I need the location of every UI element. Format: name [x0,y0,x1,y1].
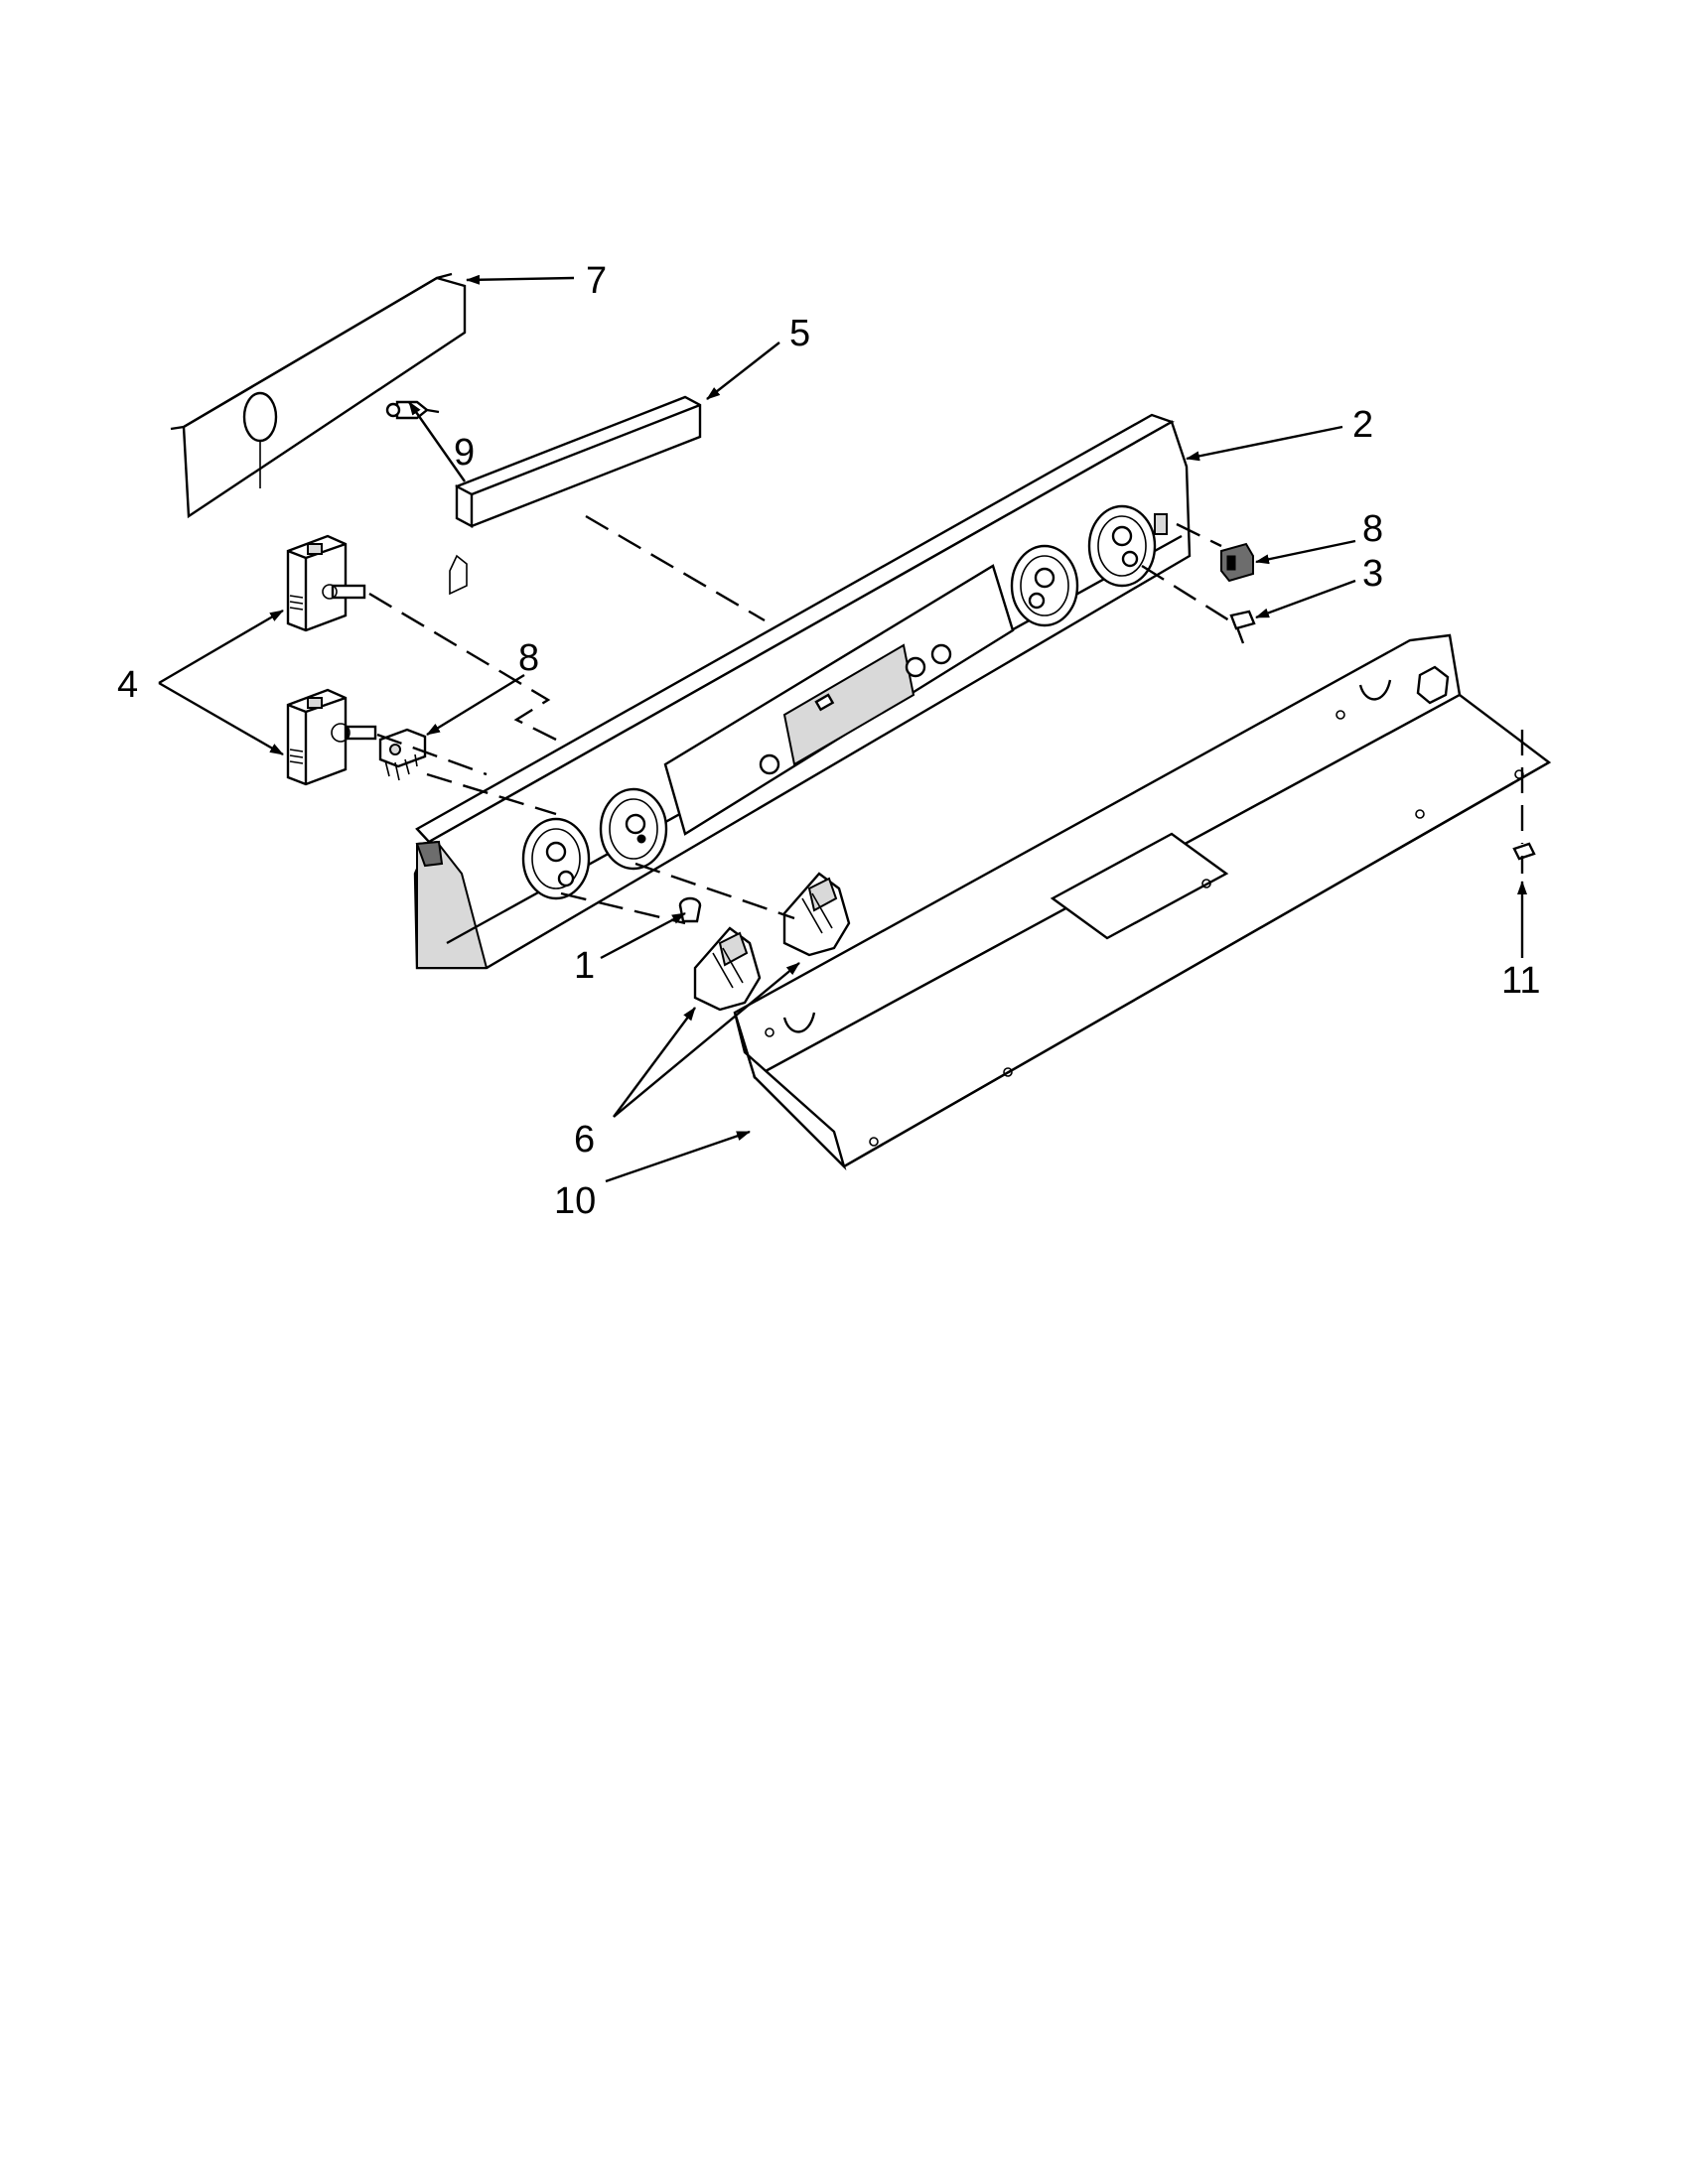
control-knob-front [693,926,762,1012]
callout-8-right: 8 [1362,508,1383,550]
callout-4: 4 [117,664,138,706]
display-board [449,395,702,596]
leader-arrows [158,274,1527,1183]
callout-11: 11 [1501,960,1540,1002]
callout-labels: 7 5 2 9 8 3 8 4 1 11 6 10 [117,260,1540,1222]
callout-1: 1 [574,945,595,987]
infinite-switch-lower [286,688,377,786]
callout-2: 2 [1352,404,1373,446]
callout-3: 3 [1362,553,1383,595]
screw-11 [1512,842,1536,874]
control-ring-left-rear [599,787,668,871]
knob-clip [678,896,702,923]
assembly-lines [368,514,1524,925]
callout-5: 5 [789,313,810,354]
callout-9: 9 [454,432,475,474]
callout-8-left: 8 [518,637,539,679]
screw-3 [1229,610,1256,644]
control-knob-rear [782,872,851,957]
callout-10: 10 [554,1180,596,1222]
control-ring-right-rear [1010,544,1079,627]
infinite-switch-upper [286,534,366,632]
rear-shield-plate [170,272,467,519]
bottom-bracket [733,633,1552,1171]
control-panel-body [413,413,1192,970]
rocker-switch-right [1220,542,1254,583]
control-ring-right-front [1087,504,1157,588]
screw-9 [385,400,440,420]
control-ring-left-front [521,817,591,900]
callout-7: 7 [586,260,607,302]
callout-6: 6 [574,1119,595,1160]
